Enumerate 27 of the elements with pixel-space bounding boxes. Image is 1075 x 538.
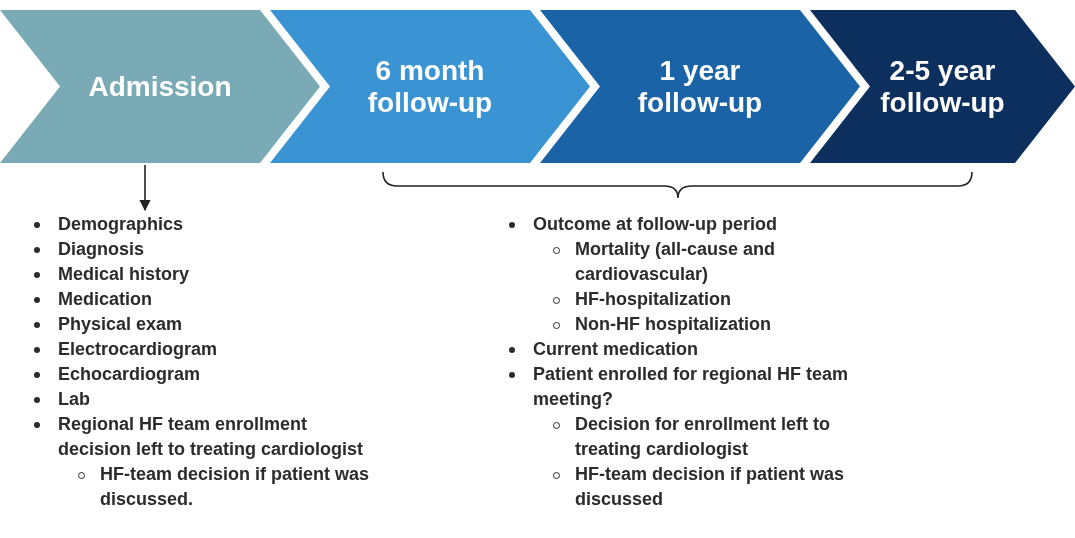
list-item: Physical exam	[30, 312, 370, 337]
list-item: Patient enrolled for regional HF team meeting?	[505, 362, 890, 412]
stage-title: 1 year follow-up	[636, 54, 764, 119]
list-item: Echocardiogram	[30, 362, 370, 387]
chevron-shape	[540, 10, 860, 163]
stage-title: 2-5 year follow-up	[879, 54, 1006, 119]
list-item: Electrocardiogram	[30, 337, 370, 362]
chevron-shape	[810, 10, 1075, 163]
list-item: HF-team decision if patient was discussed.	[78, 462, 370, 512]
list-item: Current medication	[505, 337, 890, 362]
list-item: Non-HF hospitalization	[553, 312, 890, 337]
list-item: Regional HF team enrollment decision left to treating cardiologist	[30, 412, 370, 462]
arrow	[139, 164, 151, 212]
list-item: HF-team decision if patient was discussed	[553, 462, 890, 512]
list-item: Mortality (all-cause and cardiovascular)	[553, 237, 890, 287]
chevron-shape	[270, 10, 590, 163]
stage-title: Admission	[88, 70, 232, 103]
list-item: Diagnosis	[30, 237, 370, 262]
list-item: Medication	[30, 287, 370, 312]
list-item: HF-hospitalization	[553, 287, 890, 312]
list-item: Outcome at follow-up period	[505, 212, 890, 237]
list-item: Medical history	[30, 262, 370, 287]
list-item: Lab	[30, 387, 370, 412]
chevron-shape	[0, 10, 320, 163]
list-item: Decision for enrollment left to treating cardiologist	[553, 412, 890, 462]
list-item: Demographics	[30, 212, 370, 237]
stage-title: 6 month follow-up	[366, 54, 494, 119]
